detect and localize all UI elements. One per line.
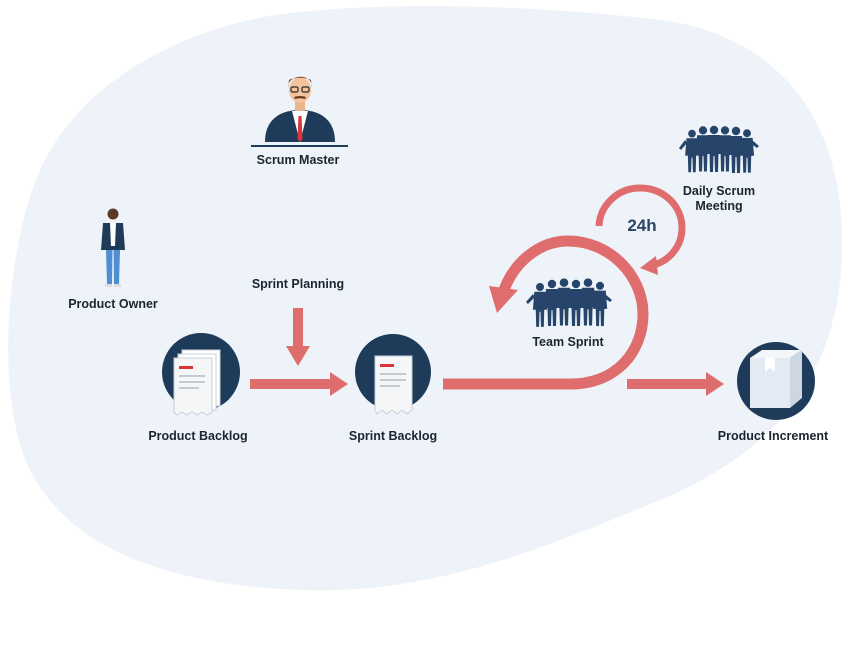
scrum-master-label: Scrum Master: [257, 153, 340, 167]
product-increment-box-icon: [737, 342, 815, 420]
arrow-to-product-increment: [627, 372, 724, 396]
scrum-master-person-icon: [251, 76, 348, 147]
sprint-cycle-arrowhead: [489, 286, 518, 313]
team-sprint-group-icon: [526, 278, 612, 327]
team-sprint-label: Team Sprint: [532, 335, 604, 349]
sprint-planning-down-arrow: [286, 308, 310, 366]
sprint-backlog-document-icon: [355, 334, 431, 415]
product-backlog-document-stack-icon: [162, 333, 240, 416]
product-owner-label: Product Owner: [68, 297, 158, 311]
cycle-duration-label: 24h: [627, 216, 656, 235]
arrow-to-sprint-backlog: [250, 372, 348, 396]
product-increment-label: Product Increment: [718, 429, 829, 443]
sprint-cycle-loop-arrow: [443, 235, 649, 390]
background-blob: [8, 6, 843, 591]
daily-scrum-label-line-2: Meeting: [695, 199, 742, 213]
daily-cycle-loop-arrow: [595, 184, 686, 269]
sprint-backlog-label: Sprint Backlog: [349, 429, 437, 443]
daily-cycle-arrowhead: [640, 256, 658, 275]
product-backlog-label: Product Backlog: [148, 429, 247, 443]
daily-scrum-group-icon: [679, 125, 759, 173]
sprint-planning-label: Sprint Planning: [252, 277, 344, 291]
daily-scrum-label-line-1: Daily Scrum: [683, 184, 755, 198]
product-owner-person-icon: [101, 208, 125, 287]
